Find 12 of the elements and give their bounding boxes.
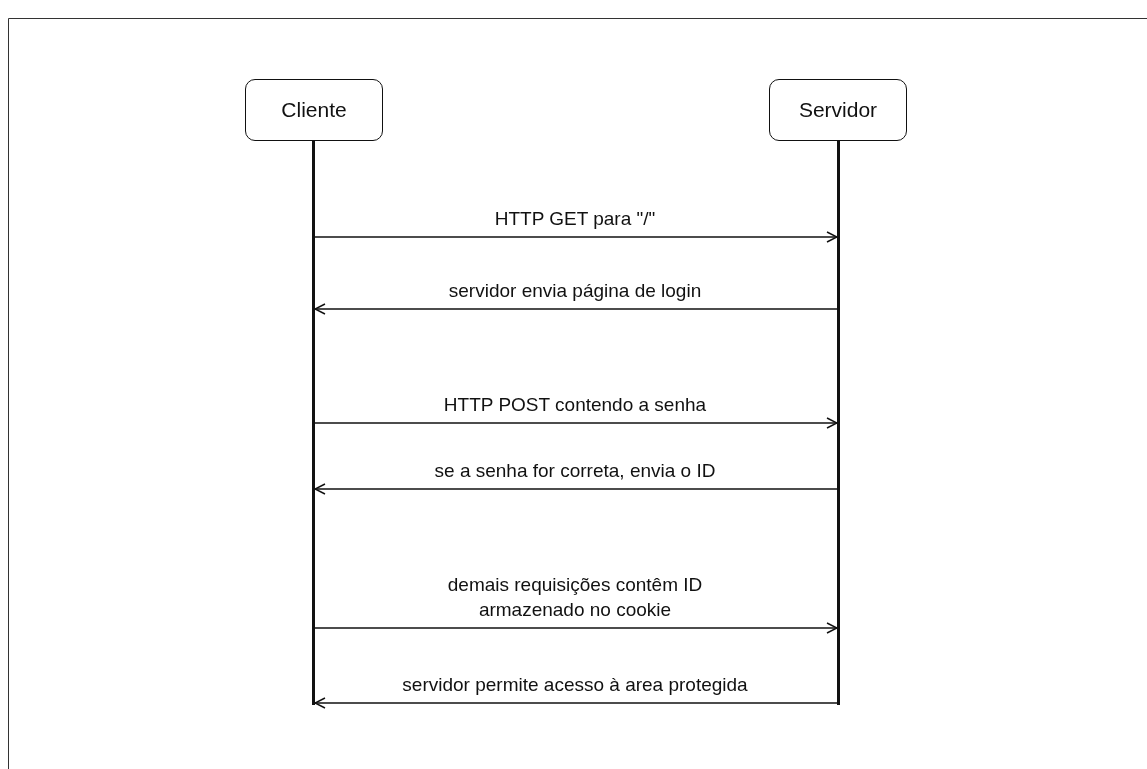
participant-box bbox=[245, 79, 383, 141]
participant-box bbox=[769, 79, 907, 141]
message-arrow bbox=[314, 483, 838, 495]
participant-name: Servidor bbox=[798, 98, 878, 122]
message-arrow bbox=[314, 697, 838, 709]
message-arrow bbox=[314, 231, 838, 243]
message-arrow bbox=[314, 303, 838, 315]
lifeline bbox=[837, 141, 840, 705]
message-arrow bbox=[314, 622, 838, 634]
message-arrow bbox=[314, 417, 838, 429]
lifeline bbox=[312, 141, 315, 705]
participant-name: Cliente bbox=[281, 98, 347, 122]
